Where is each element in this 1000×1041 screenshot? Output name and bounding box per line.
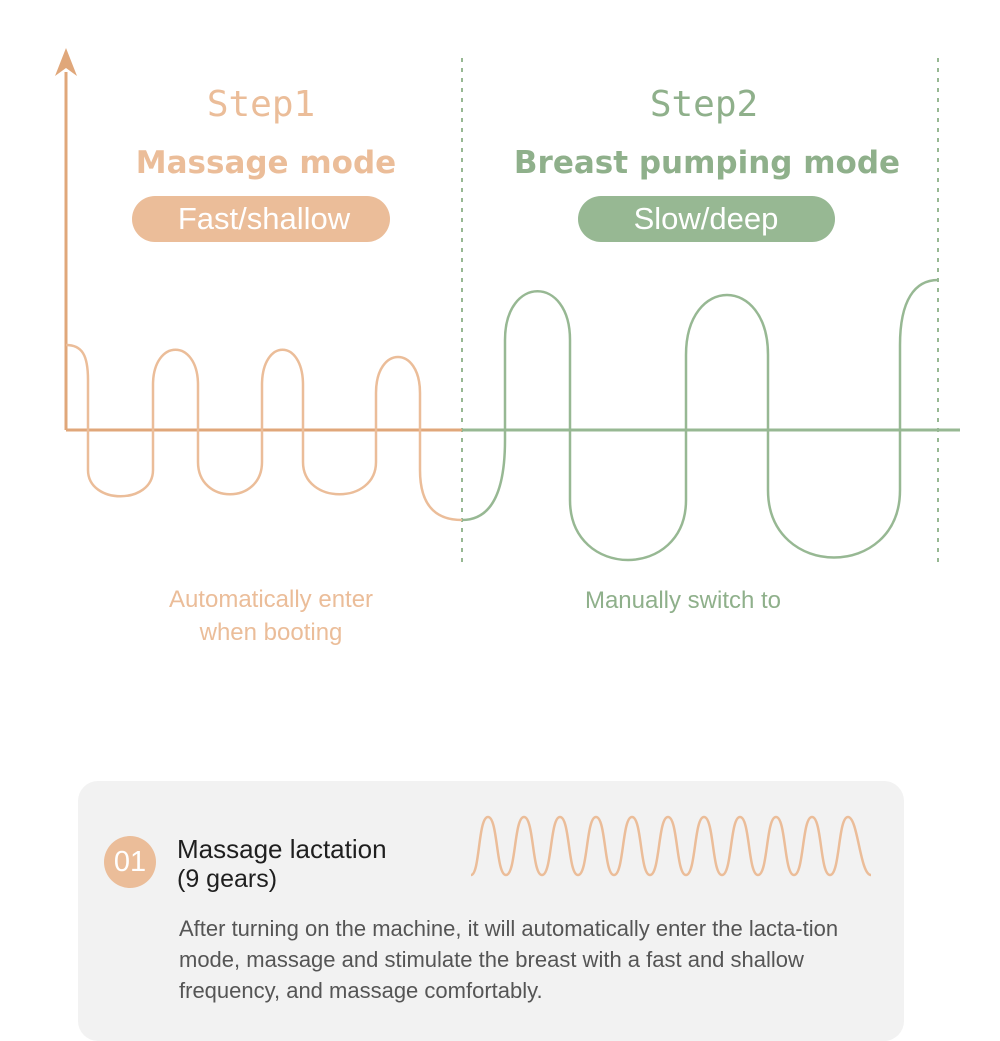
step2-pill-label: Slow/deep — [634, 201, 779, 236]
step1-mode-title: Massage mode — [136, 145, 396, 181]
step1-pill — [132, 196, 390, 242]
card-title-gears: (9 gears) — [177, 865, 278, 893]
arrow-up-icon — [55, 48, 77, 76]
step2-mode-title: Breast pumping mode — [514, 145, 900, 181]
step2-pill — [578, 196, 835, 242]
step1-pill-label: Fast/shallow — [178, 201, 351, 236]
step1-label: Step1 — [207, 84, 315, 125]
step2-wave — [461, 278, 939, 562]
card-title: Massage lactation (9 gears) — [177, 834, 387, 894]
wave-icon — [469, 815, 872, 877]
step2-label: Step2 — [650, 84, 758, 125]
step1-caption-line2: when booting — [199, 619, 343, 646]
step1-caption-line1: Automatically enter — [169, 586, 373, 613]
step1-wave — [65, 343, 463, 522]
step2-caption: Manually switch to — [585, 587, 781, 614]
card-title-name: Massage lactation — [177, 834, 387, 864]
mode-diagram: Step1 Massage mode Fast/shallow Automati… — [55, 48, 960, 646]
step-number-badge: 01 — [104, 836, 156, 888]
card-description: After turning on the machine, it will au… — [179, 916, 839, 1003]
mode-info-card: 01 Massage lactation (9 gears) After tur… — [78, 781, 904, 1041]
